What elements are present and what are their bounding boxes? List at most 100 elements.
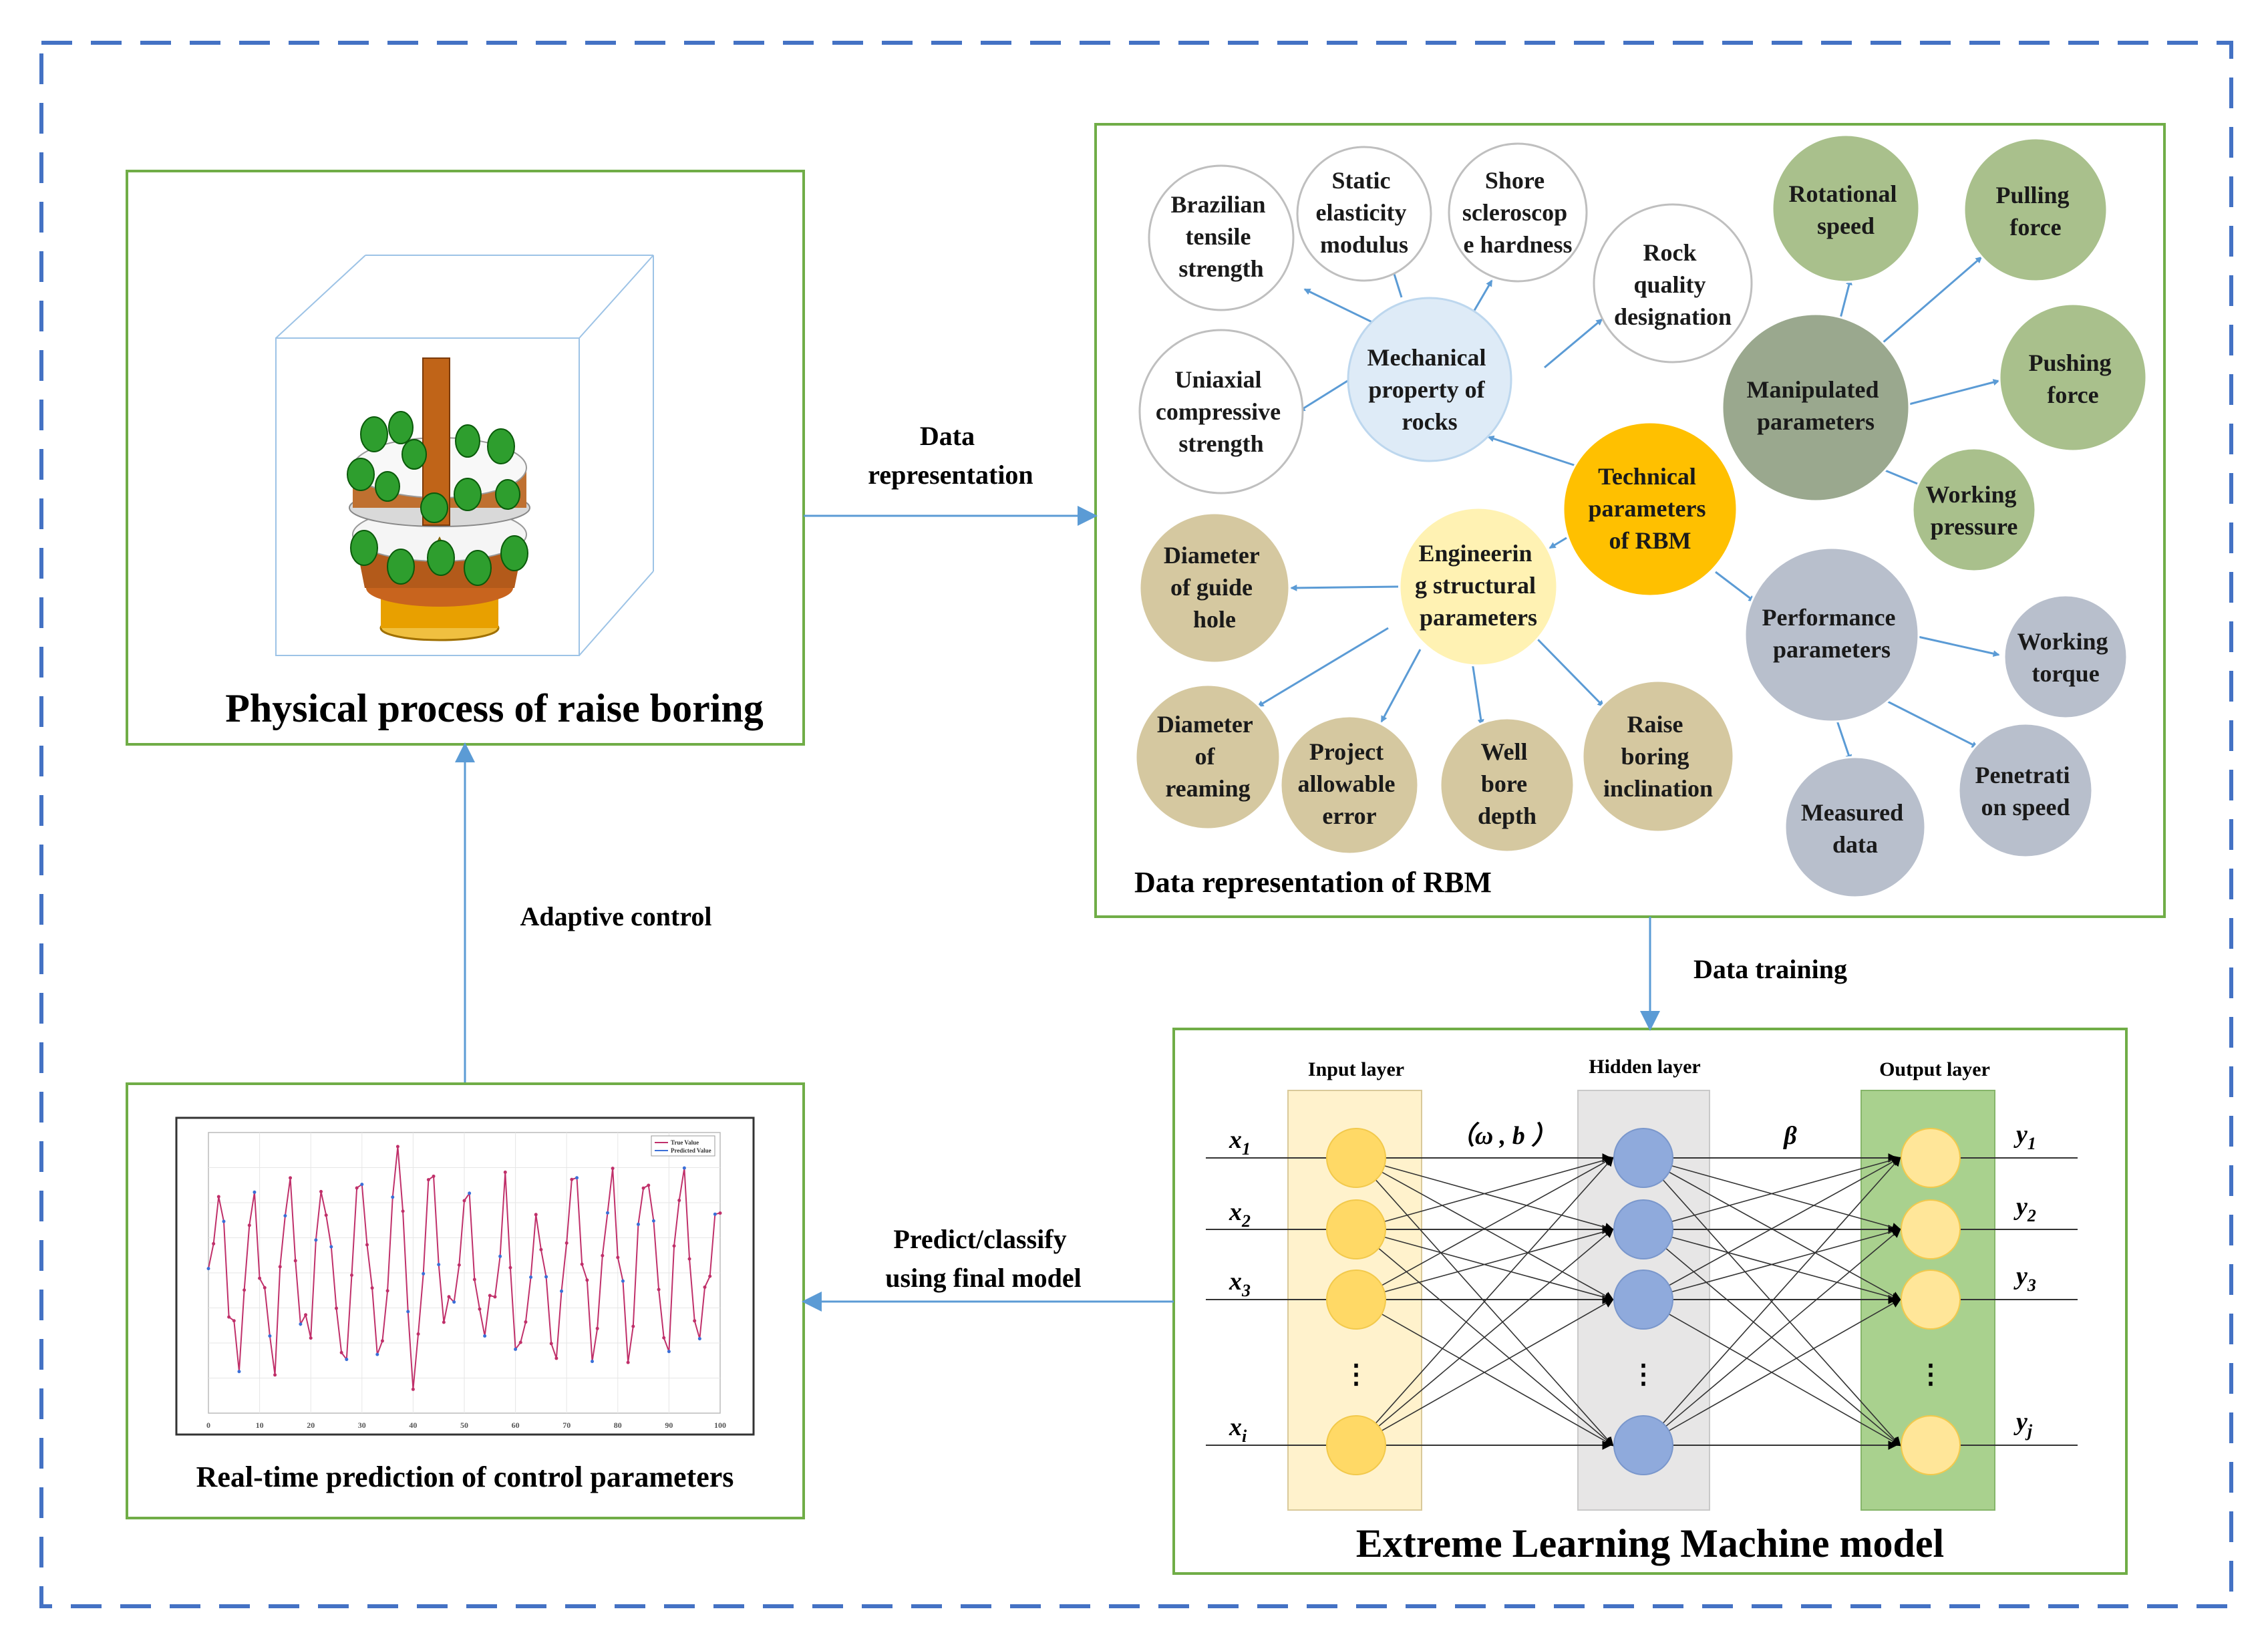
nn-edge xyxy=(1643,1157,1902,1300)
series-point xyxy=(508,1265,512,1269)
nn-edge xyxy=(1355,1227,1615,1300)
series-point xyxy=(580,1262,584,1266)
series-point xyxy=(713,1212,717,1216)
series-point xyxy=(570,1177,574,1181)
bubble-project-allowable-error: Project allowable error xyxy=(1279,715,1420,855)
input-layer-label: Input layer xyxy=(1308,1058,1404,1080)
series-point xyxy=(258,1276,262,1280)
svg-text:Diameter of: Diameter of reaming xyxy=(1157,711,1259,802)
input-node-3 xyxy=(1326,1269,1386,1330)
series-point xyxy=(349,1274,353,1278)
series-point xyxy=(360,1183,364,1187)
series-point xyxy=(283,1214,287,1218)
series-point xyxy=(391,1195,395,1199)
series-point xyxy=(483,1334,487,1338)
svg-text:x2: x2 xyxy=(1229,1198,1251,1231)
series-point xyxy=(472,1278,476,1282)
series-point xyxy=(534,1213,538,1217)
weights-bias-label: （ω , b ） xyxy=(1450,1121,1557,1150)
series-point xyxy=(529,1275,533,1279)
series-point xyxy=(385,1289,389,1293)
bubble-pushing-force: Pushing force xyxy=(1998,303,2148,452)
bubble-uniaxial-compressive-strength: Uniaxial compressive strength xyxy=(1138,329,1304,494)
series-point xyxy=(468,1191,472,1195)
series-point xyxy=(544,1275,548,1279)
nn-edge xyxy=(1355,1157,1615,1300)
svg-text:Static elasticity: Static elasticity modulus xyxy=(1316,167,1413,258)
series-point xyxy=(682,1166,686,1170)
rbm-panel: Technical parameters of RBM Mechanical p… xyxy=(1094,123,2166,918)
series-point xyxy=(657,1288,661,1292)
bubble-raise-boring-inclination: Raise boring inclination xyxy=(1581,680,1735,833)
x-tick-label: 0 xyxy=(206,1420,210,1430)
bubble-engineering-structural: Engineerin g structural parameters xyxy=(1398,506,1559,667)
nn-edge xyxy=(1643,1298,1902,1446)
hidden-node-2 xyxy=(1613,1199,1673,1259)
x-tick-label: 90 xyxy=(665,1420,673,1430)
series-point xyxy=(677,1199,681,1203)
series-point xyxy=(514,1347,518,1351)
svg-text:Diameter of guide: Diameter of guide hole xyxy=(1164,542,1265,633)
input-labels: x1 x2 x3 xi xyxy=(1229,1126,1251,1446)
series-point xyxy=(462,1199,466,1203)
svg-text:xi: xi xyxy=(1229,1413,1247,1446)
series-point xyxy=(437,1263,441,1267)
series-point xyxy=(564,1241,569,1245)
svg-text:Shore scleroscop: Shore scleroscop e hardness xyxy=(1462,167,1573,258)
svg-text:Well bore: Well bore depth xyxy=(1478,738,1536,829)
svg-text:Pushing force: Pushing force xyxy=(2028,349,2117,408)
series-point xyxy=(636,1222,640,1226)
svg-text:Technical parameters: Technical parameters of RBM xyxy=(1589,463,1712,554)
wireframe-box xyxy=(275,255,654,656)
series-point xyxy=(667,1350,671,1354)
series-point xyxy=(503,1170,507,1174)
nn-edge xyxy=(1355,1298,1615,1446)
series-point xyxy=(452,1300,456,1304)
svg-text:Engineerin g structu: Engineerin g structural parameters xyxy=(1415,540,1542,631)
bubble-shore-scleroscope-hardness: Shore scleroscop e hardness xyxy=(1448,142,1588,283)
series-point xyxy=(672,1244,676,1248)
series-point xyxy=(478,1307,482,1311)
legend-predicted-value: Predicted Value xyxy=(671,1147,711,1154)
series-point xyxy=(237,1370,241,1374)
svg-text:Working torque: Working torque xyxy=(2017,628,2114,687)
nn-edge xyxy=(1643,1227,1902,1300)
series-point xyxy=(268,1334,272,1338)
nn-edge xyxy=(1355,1157,1614,1446)
legend-true-value: True Value xyxy=(671,1139,699,1146)
series-point xyxy=(697,1337,701,1341)
series-point xyxy=(216,1195,220,1199)
series-point xyxy=(605,1211,609,1215)
series-point xyxy=(247,1223,251,1227)
series-point xyxy=(227,1315,231,1319)
svg-text:x1: x1 xyxy=(1229,1126,1251,1159)
label-data-representation: Data representation xyxy=(868,421,1033,490)
series-point xyxy=(595,1326,599,1330)
hidden-node-l xyxy=(1613,1415,1673,1475)
svg-text:Pulling force: Pulling force xyxy=(1995,182,2075,241)
series-point xyxy=(524,1320,528,1324)
series-point xyxy=(416,1332,420,1336)
series-point xyxy=(278,1265,282,1269)
prediction-series-points xyxy=(206,1145,722,1391)
output-node-j xyxy=(1901,1415,1961,1475)
nn-edge xyxy=(1643,1155,1902,1230)
series-point xyxy=(585,1278,589,1282)
series-point xyxy=(401,1209,405,1213)
svg-text:Measured data: Measured data xyxy=(1801,799,1909,858)
nn-edge xyxy=(1355,1228,1614,1446)
series-point xyxy=(601,1253,605,1257)
nn-edge xyxy=(1355,1155,1615,1230)
series-point xyxy=(554,1356,558,1360)
label-predict-classify: Predict/classify using final model xyxy=(885,1224,1081,1293)
series-point xyxy=(631,1324,635,1328)
hidden-layer-label: Hidden layer xyxy=(1589,1056,1701,1078)
series-point xyxy=(345,1358,349,1362)
svg-text:x3: x3 xyxy=(1229,1267,1251,1300)
output-node-2 xyxy=(1901,1199,1961,1259)
series-point xyxy=(406,1310,410,1314)
label-data-training: Data training xyxy=(1693,954,1847,984)
series-point xyxy=(370,1286,374,1290)
x-tick-label: 20 xyxy=(307,1420,315,1430)
series-point xyxy=(611,1167,615,1171)
